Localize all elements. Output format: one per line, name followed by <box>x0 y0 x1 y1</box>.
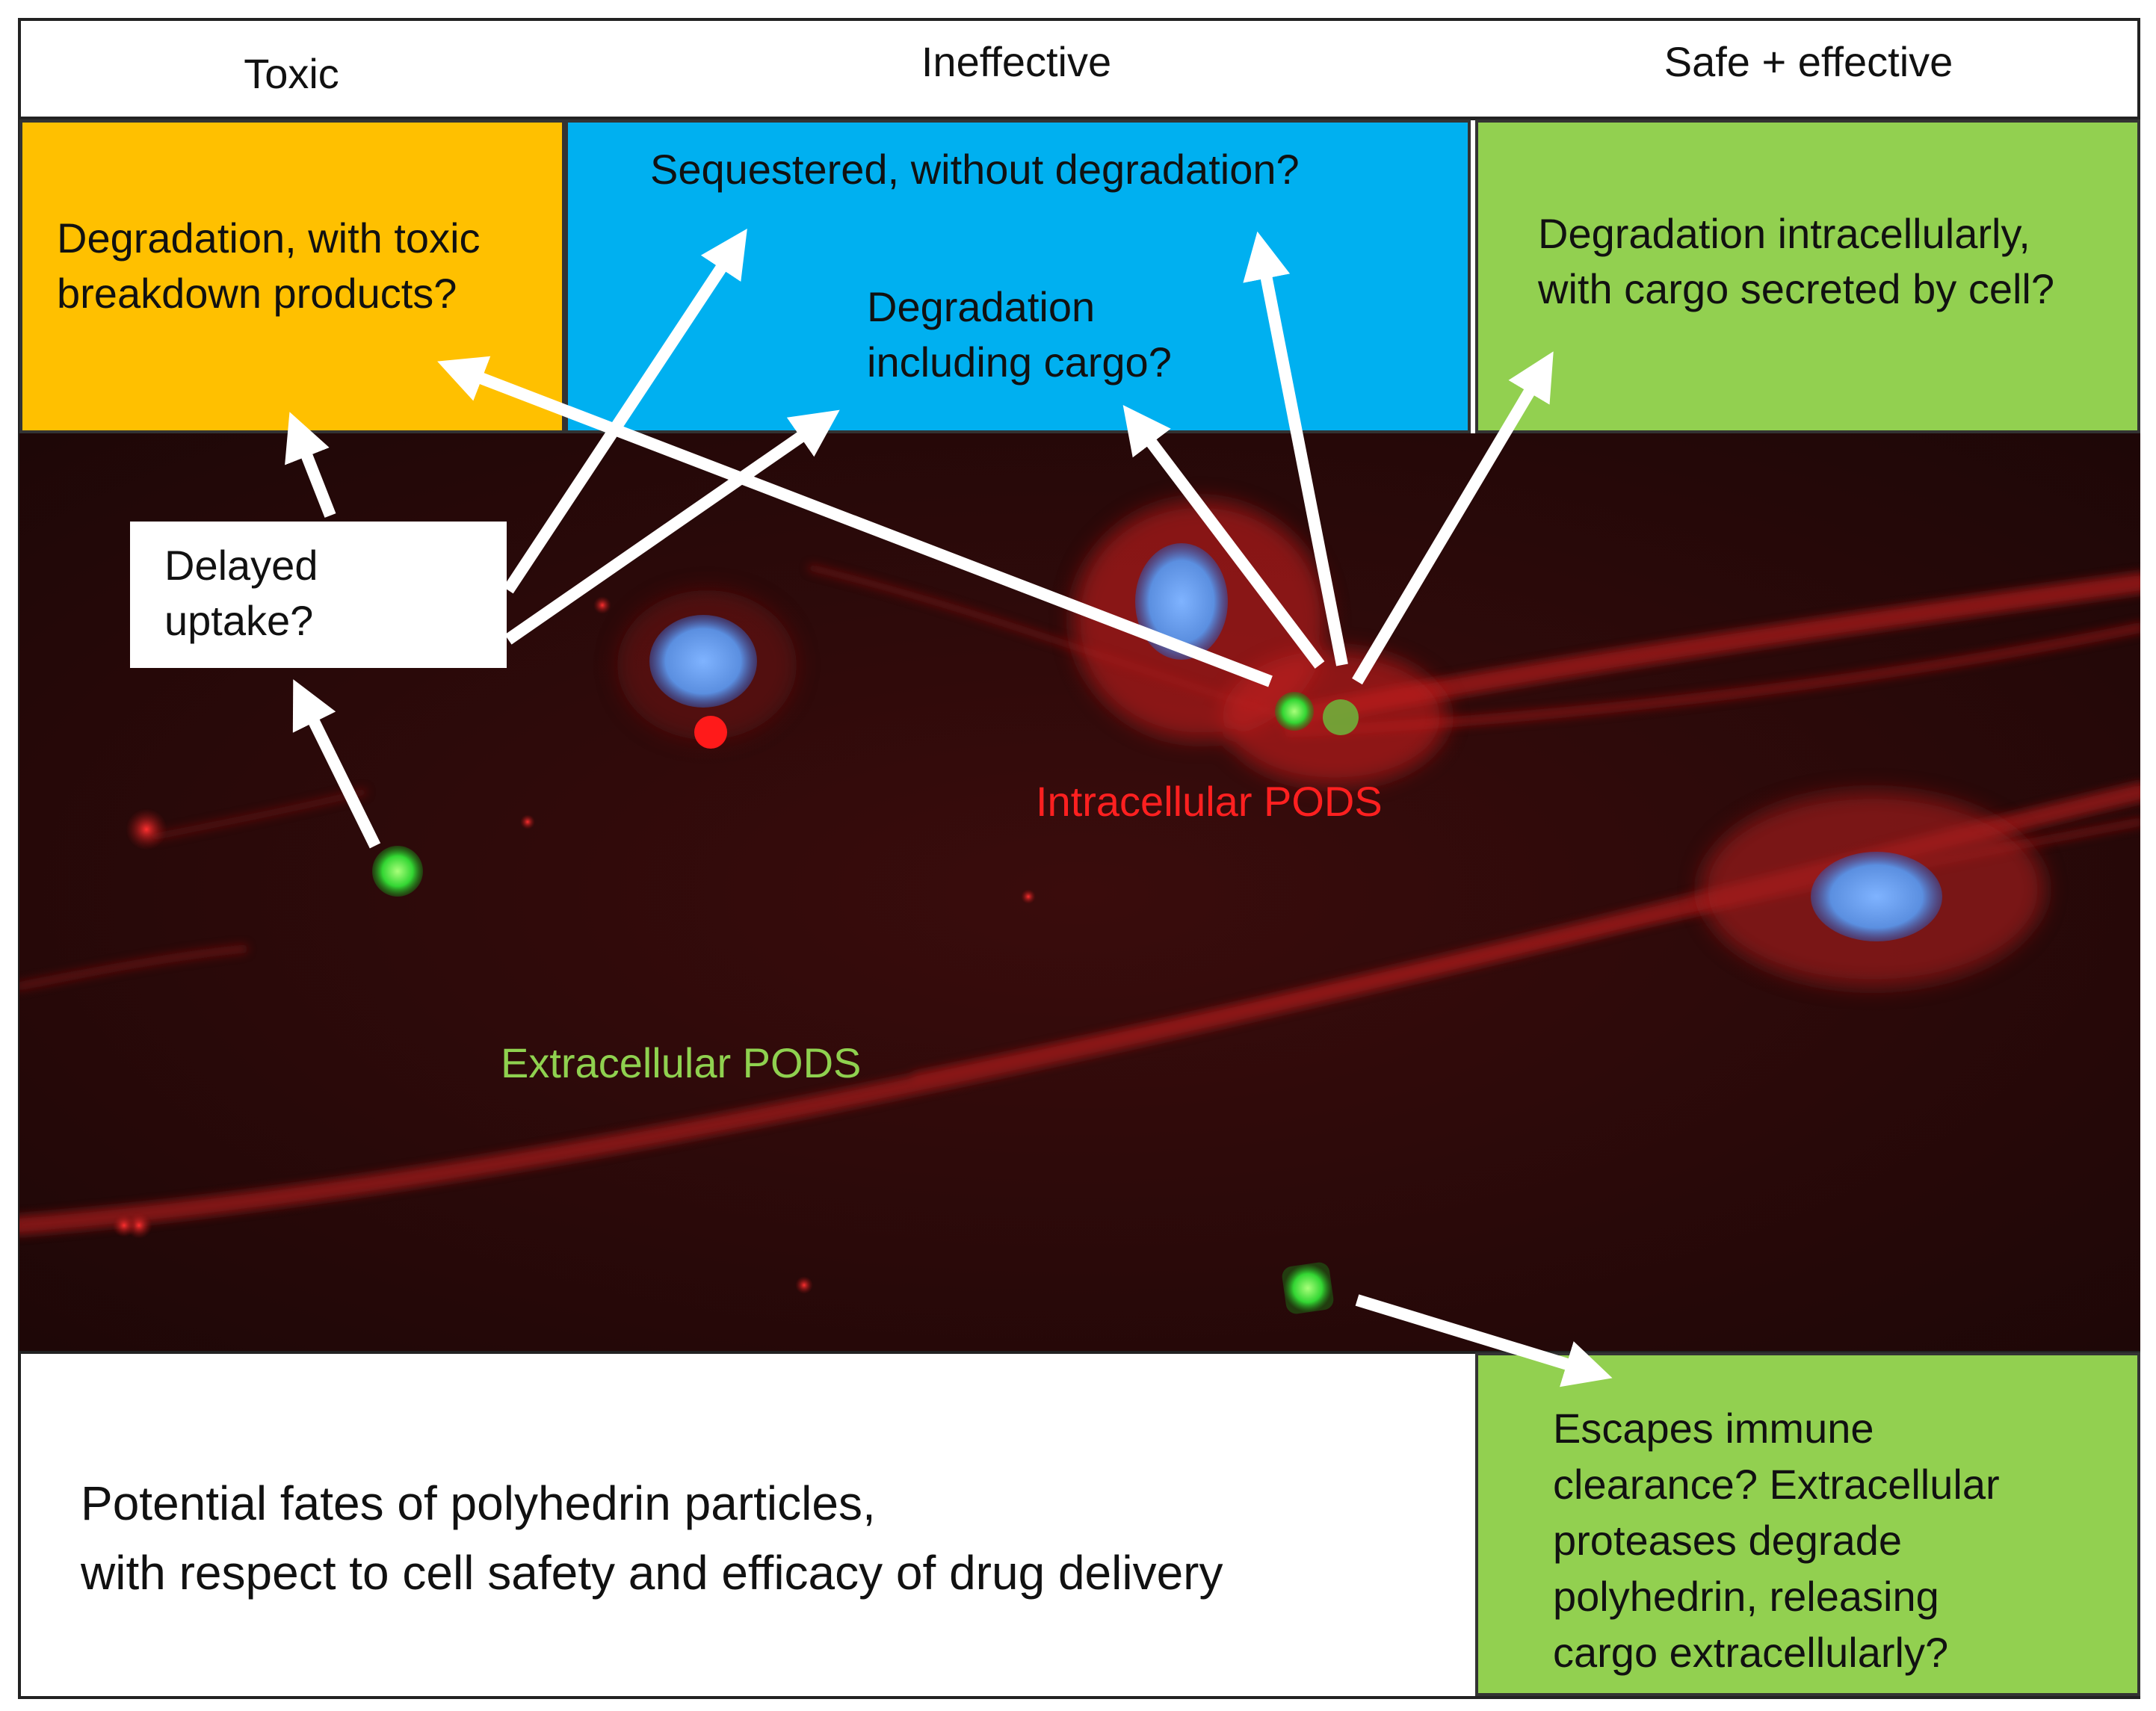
safe-box: Degradation intracellularly, with cargo … <box>1475 120 2140 433</box>
secreted-line-1: Degradation intracellularly, <box>1538 210 2030 257</box>
toxic-box-line-1: Degradation, with toxic <box>57 214 481 262</box>
green-pod-extracellular-2 <box>1282 1262 1334 1314</box>
intracellular-pods-label: Intracellular PODS <box>1036 778 1383 825</box>
micrograph-bottom-divider <box>18 1351 2140 1354</box>
escapes-line-1: Escapes immune <box>1553 1405 1874 1452</box>
caption: Potential fates of polyhedrin particles,… <box>81 1469 1223 1608</box>
header-safe-effective: Safe + effective <box>1664 38 1953 85</box>
green-pod-intracellular-1 <box>1275 692 1314 731</box>
toxic-box: Degradation, with toxic breakdown produc… <box>19 120 565 433</box>
nucleus-1 <box>649 615 757 708</box>
secreted-line-2: with cargo secreted by cell? <box>1538 265 2055 313</box>
toxic-box-line-2: breakdown products? <box>57 270 457 318</box>
delayed-line-1: Delayed <box>164 542 318 589</box>
caption-line-1: Potential fates of polyhedrin particles, <box>81 1476 876 1530</box>
escapes-line-5: cargo extracellularly? <box>1553 1629 1949 1677</box>
nucleus-2 <box>1135 543 1228 660</box>
green-pod-extracellular-1 <box>372 846 423 897</box>
escapes-line-2: clearance? Extracellular <box>1553 1461 2000 1509</box>
delayed-line-2: uptake? <box>164 597 314 645</box>
escapes-line-4: polyhedrin, releasing <box>1553 1573 1939 1621</box>
header-divider <box>18 117 2140 120</box>
nucleus-3 <box>1811 852 1942 941</box>
extracellular-pods-label: Extracellular PODS <box>501 1039 861 1086</box>
header-ineffective: Ineffective <box>921 38 1112 85</box>
degradation-cargo-line-1: Degradation <box>867 283 1096 330</box>
header-toxic: Toxic <box>244 50 339 97</box>
ineffective-box: Sequestered, without degradation? Degrad… <box>565 120 1471 433</box>
delayed-uptake-box: Delayed uptake? <box>130 522 507 668</box>
sequestered-text: Sequestered, without degradation? <box>650 146 1300 193</box>
escapes-box: Escapes immune clearance? Extracellular … <box>1475 1352 2140 1696</box>
green-pod-intracellular-2 <box>1323 699 1359 735</box>
caption-line-2: with respect to cell safety and efficacy… <box>81 1545 1223 1600</box>
escapes-line-3: proteases degrade <box>1553 1517 1903 1565</box>
degradation-cargo-line-2: including cargo? <box>867 338 1172 386</box>
